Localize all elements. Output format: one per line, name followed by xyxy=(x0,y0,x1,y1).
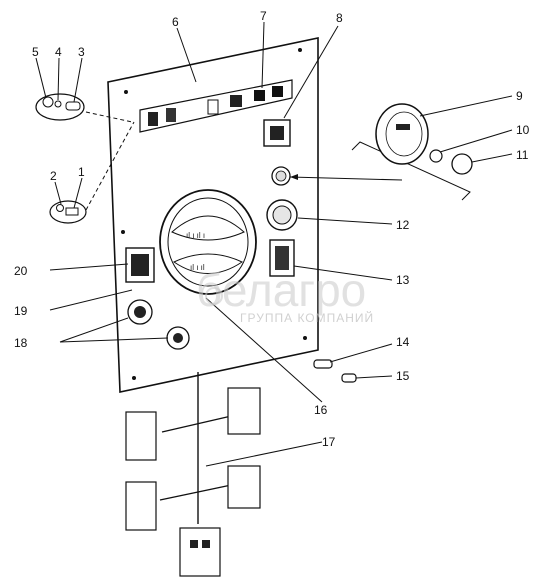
callout-20: 20 xyxy=(14,264,28,278)
fastener-group-lower xyxy=(49,200,87,224)
light-switch xyxy=(125,247,155,283)
callout-labels: 1 2 3 4 5 6 7 8 9 10 11 12 13 14 15 16 1… xyxy=(14,9,530,449)
watermark-brand: белагро xyxy=(196,264,366,316)
fastener-group-upper xyxy=(35,93,85,121)
callout-17: 17 xyxy=(322,435,336,449)
toggle-switch xyxy=(263,119,291,147)
bulb xyxy=(341,373,357,383)
indicator-lamp xyxy=(271,166,291,186)
callout-14: 14 xyxy=(396,335,410,349)
knob-upper xyxy=(127,299,153,325)
callout-13: 13 xyxy=(396,273,410,287)
callout-8: 8 xyxy=(336,11,343,25)
svg-text:ıl ı ıl ı: ıl ı ıl ı xyxy=(186,231,205,240)
mounting-arrows xyxy=(85,111,135,211)
callout-1: 1 xyxy=(78,165,85,179)
callout-5: 5 xyxy=(32,45,39,59)
combination-gauge: ıl ı ıl ı ıl ı ıl xyxy=(159,189,257,295)
lamp-socket xyxy=(313,359,333,369)
callout-19: 19 xyxy=(14,304,28,318)
callout-12: 12 xyxy=(396,218,410,232)
wiring-harness xyxy=(125,372,261,577)
callout-3: 3 xyxy=(78,45,85,59)
callout-6: 6 xyxy=(172,15,179,29)
callout-10: 10 xyxy=(516,123,530,137)
leader-lines xyxy=(35,21,513,467)
button-assembly xyxy=(289,103,473,201)
rocker-switch xyxy=(269,239,295,277)
callout-18: 18 xyxy=(14,336,28,350)
watermark-subtitle: ГРУППА КОМПАНИЙ xyxy=(240,310,374,325)
callout-2: 2 xyxy=(50,169,57,183)
callout-9: 9 xyxy=(516,89,523,103)
callout-4: 4 xyxy=(55,45,62,59)
knob-lower xyxy=(166,326,190,350)
callout-7: 7 xyxy=(260,9,267,23)
callout-16: 16 xyxy=(314,403,328,417)
round-indicator xyxy=(266,199,298,231)
callout-11: 11 xyxy=(516,148,529,162)
callout-15: 15 xyxy=(396,369,410,383)
warning-lamp-strip xyxy=(139,79,293,133)
svg-text:ıl ı ıl: ıl ı ıl xyxy=(190,263,205,272)
watermark: белагро ГРУППА КОМПАНИЙ xyxy=(196,264,374,325)
